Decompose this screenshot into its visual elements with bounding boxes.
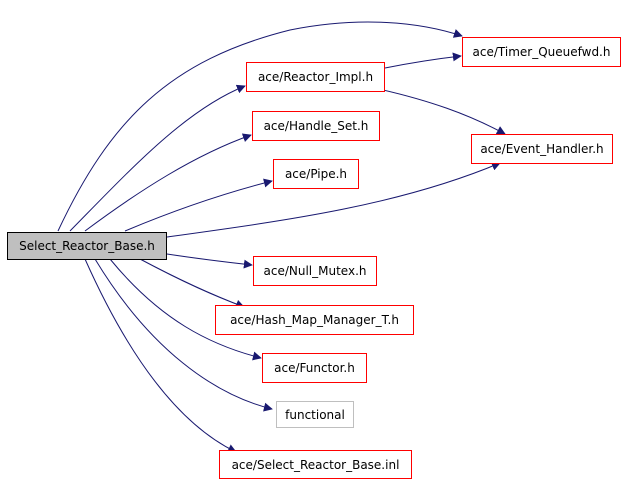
edge-root-to-handle-set xyxy=(84,133,252,232)
node-functor[interactable]: ace/Functor.h xyxy=(262,353,367,383)
edge-root-to-timer-queuefwd xyxy=(57,21,463,232)
edge-root-to-pipe xyxy=(124,178,273,232)
node-null-mutex[interactable]: ace/Null_Mutex.h xyxy=(253,256,377,286)
node-reactor-impl[interactable]: ace/Reactor_Impl.h xyxy=(246,62,385,92)
edge-root-to-functional xyxy=(94,258,273,412)
edge-root-to-event-handler xyxy=(166,161,501,238)
node-timer-queuefwd[interactable]: ace/Timer_Queuefwd.h xyxy=(462,37,621,67)
node-select-reactor-base-h: Select_Reactor_Base.h xyxy=(7,232,167,260)
edge-root-to-select-reactor-base-inl xyxy=(84,258,237,453)
edge-root-to-null-mutex xyxy=(166,253,253,269)
node-hash-map-manager[interactable]: ace/Hash_Map_Manager_T.h xyxy=(215,305,414,335)
edge-root-to-hash-map-manager xyxy=(139,258,245,309)
edge-reactor-impl-to-timer-queuefwd xyxy=(384,52,462,69)
node-select-reactor-base-inl[interactable]: ace/Select_Reactor_Base.inl xyxy=(219,450,412,479)
edge-reactor-impl-to-event-handler xyxy=(369,86,506,135)
edge-root-to-functor xyxy=(109,258,262,361)
node-event-handler[interactable]: ace/Event_Handler.h xyxy=(471,134,613,164)
node-handle-set[interactable]: ace/Handle_Set.h xyxy=(252,111,380,141)
node-pipe[interactable]: ace/Pipe.h xyxy=(273,159,359,189)
node-functional: functional xyxy=(276,401,354,428)
edge-root-to-reactor-impl xyxy=(69,84,246,232)
